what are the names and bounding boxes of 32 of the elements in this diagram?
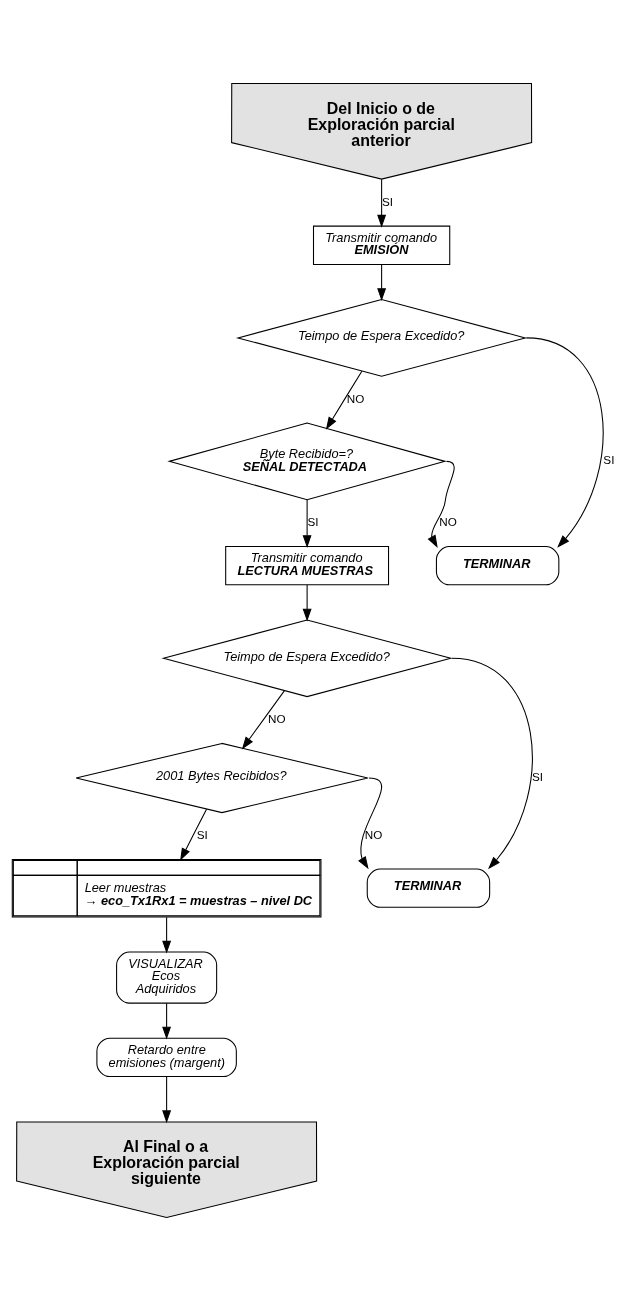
edge-label: SI — [307, 514, 319, 528]
edge-label: NO — [439, 514, 457, 528]
arrow — [377, 263, 387, 301]
node-box: Retardo entre emisiones (margent) — [96, 1037, 237, 1077]
node-diamond: Teimpo de Espera Excedido? — [161, 618, 453, 697]
node-box: TERMINAR — [366, 868, 491, 908]
node-box: TERMINAR — [435, 545, 560, 585]
arrow — [525, 336, 604, 548]
edge-label: NO — [346, 391, 365, 405]
edge-label: NO — [268, 711, 286, 725]
arrow — [302, 584, 312, 621]
node-box: Transmitir comando LECTURA MUESTRAS — [225, 545, 390, 585]
node-diamond: Teimpo de Espera Excedido? — [235, 298, 528, 377]
edge-label: SI — [603, 452, 615, 466]
arrow — [180, 808, 208, 861]
edge-label: SI — [196, 827, 208, 841]
arrow — [358, 777, 383, 869]
arrow — [162, 1002, 172, 1039]
node-box: VISUALIZAR Ecos Adquiridos — [116, 951, 218, 1004]
arrow — [241, 689, 285, 749]
arrow — [162, 916, 172, 954]
edge-label: SI — [381, 194, 393, 208]
arrow — [302, 498, 312, 548]
node-diamond: 2001 Bytes Recibidos? — [75, 742, 369, 813]
node-diamond: Byte Recibido=? SEÑAL DETECTADA — [167, 422, 447, 500]
arrow — [325, 370, 363, 430]
edge-label: NO — [364, 827, 383, 841]
node-box: Transmitir comando EMISIÓN — [312, 225, 451, 265]
edge-label: SI — [532, 769, 544, 783]
arrow — [162, 1075, 172, 1123]
arrow — [451, 657, 533, 869]
arrow — [377, 178, 387, 228]
